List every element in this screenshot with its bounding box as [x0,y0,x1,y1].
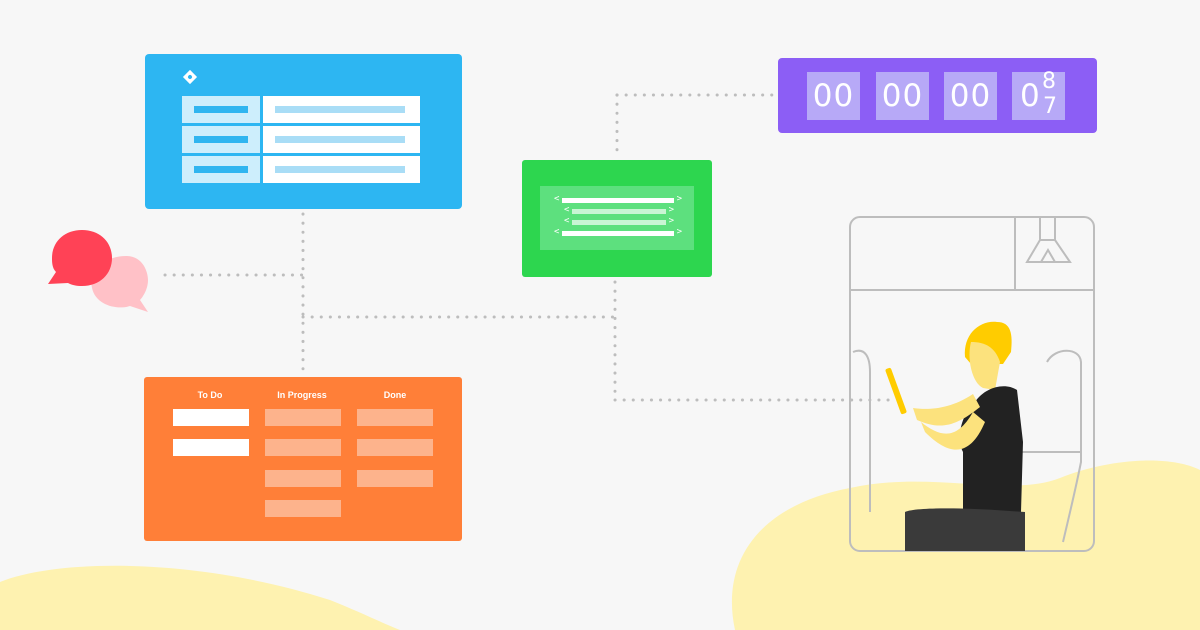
column-title-done: Done [383,390,407,400]
table-row [182,156,420,183]
table-card [145,54,462,209]
countdown-timer: 00 00 00 0 8 7 [778,58,1097,133]
person-on-train-illustration [849,216,1095,552]
kanban-board: To Do In Progress Done [144,377,462,541]
table-row [182,96,420,123]
table-row [182,126,420,153]
kanban-card[interactable] [265,409,341,426]
chat-bubbles-icon [48,230,148,312]
timer-flip-digit: 0 8 7 [1012,69,1065,120]
yellow-blob-left [0,565,400,630]
timer-flip-bottom: 7 [1043,94,1058,119]
kanban-card[interactable] [357,470,433,487]
timer-hours: 00 [807,72,860,120]
timer-last-digit: 0 [1020,78,1041,114]
kanban-card[interactable] [173,409,249,426]
dotted-connectors [163,93,897,402]
column-title-in-progress: In Progress [277,390,327,400]
code-line [564,205,674,215]
diamond-icon [182,69,198,85]
code-card [522,160,712,277]
kanban-card[interactable] [173,439,249,456]
timer-seconds: 00 [944,72,997,120]
timer-flip-top: 8 [1042,69,1057,94]
kanban-card[interactable] [265,470,341,487]
code-line [564,216,674,226]
kanban-card[interactable] [265,500,341,517]
code-brackets-icon [540,186,694,250]
code-line [554,227,682,237]
timer-minutes: 00 [876,72,929,120]
code-line [554,194,682,204]
column-title-todo: To Do [197,390,223,400]
kanban-card[interactable] [265,439,341,456]
kanban-card[interactable] [357,439,433,456]
kanban-card[interactable] [357,409,433,426]
